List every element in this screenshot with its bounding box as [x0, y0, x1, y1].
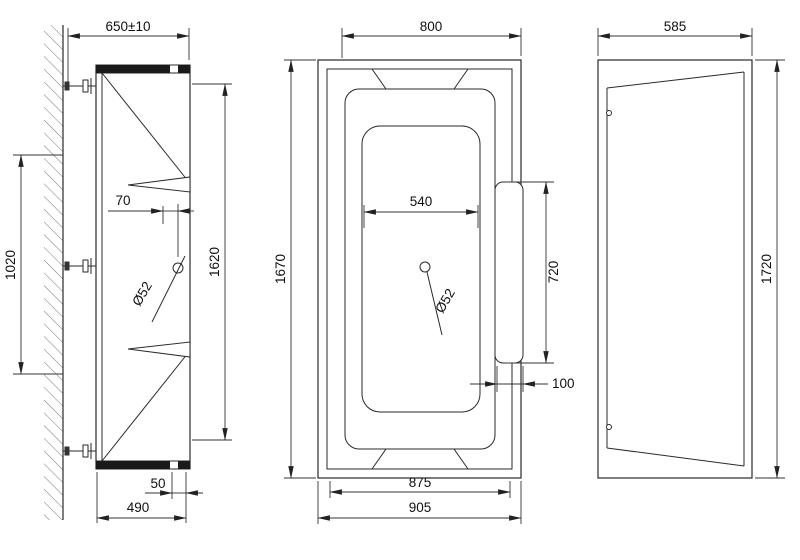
side-dim-mount-span: 1020	[3, 250, 18, 280]
plan-view: Ø52 800 1670 540 720	[273, 19, 575, 524]
end-outer-edge	[597, 59, 753, 479]
plan-dim-overall-width: 905	[409, 500, 432, 515]
side-dim-overall-height: 1620	[207, 247, 222, 277]
side-deck-pocket	[494, 181, 524, 364]
drain-leader-line	[151, 255, 186, 323]
side-dim-rim-inset: 50	[150, 476, 165, 491]
basin-bottom-slope	[101, 352, 189, 462]
basin-floor	[361, 125, 481, 413]
tub-side-profile	[95, 64, 191, 470]
drain-circle	[172, 262, 184, 274]
fixing-hole-top	[606, 110, 612, 116]
side-dim-base-depth: 490	[127, 500, 150, 515]
wall-hatch	[44, 25, 63, 520]
mounting-bracket-middle	[63, 258, 96, 274]
mounting-bracket-top	[63, 78, 96, 94]
plan-dim-rim-width: 875	[409, 475, 432, 490]
plan-dim-rim-opening-width: 800	[420, 19, 443, 34]
side-dim-width-top: 650±10	[106, 19, 151, 34]
headrest-top	[371, 68, 469, 90]
plan-dimensions: 800 1670 540 720 100	[273, 19, 575, 524]
plan-dim-deck-length: 720	[546, 261, 561, 284]
mounting-bracket-bottom	[63, 443, 96, 459]
drain-circle	[419, 261, 431, 273]
end-dim-overall-height: 1720	[759, 254, 774, 284]
fixing-hole-bottom	[606, 424, 612, 430]
basin-top-slope	[101, 72, 189, 182]
end-dim-width-top: 585	[664, 19, 687, 34]
side-dimensions: 650±10 1020 1620 70 50	[3, 19, 232, 523]
side-view: Ø52 650±10 1020 1620 70	[3, 19, 232, 523]
side-dim-drain-offset: 70	[115, 193, 130, 208]
tub-end-outline	[597, 59, 753, 479]
end-dimensions: 585 1720	[597, 19, 785, 479]
ledge-wedge-top	[127, 176, 191, 193]
wall-section	[44, 25, 64, 520]
end-view: 585 1720	[597, 19, 785, 479]
headrest-bottom	[371, 448, 469, 470]
plan-dim-overall-length: 1670	[273, 254, 288, 284]
end-top-slope	[606, 71, 745, 89]
end-bottom-slope	[606, 447, 745, 467]
plan-dim-deck-width: 100	[552, 376, 575, 391]
tub-plan-outline	[317, 59, 524, 479]
drain-leader-line	[426, 271, 443, 336]
plan-dim-basin-width: 540	[410, 194, 433, 209]
ledge-wedge-bottom	[127, 341, 191, 358]
